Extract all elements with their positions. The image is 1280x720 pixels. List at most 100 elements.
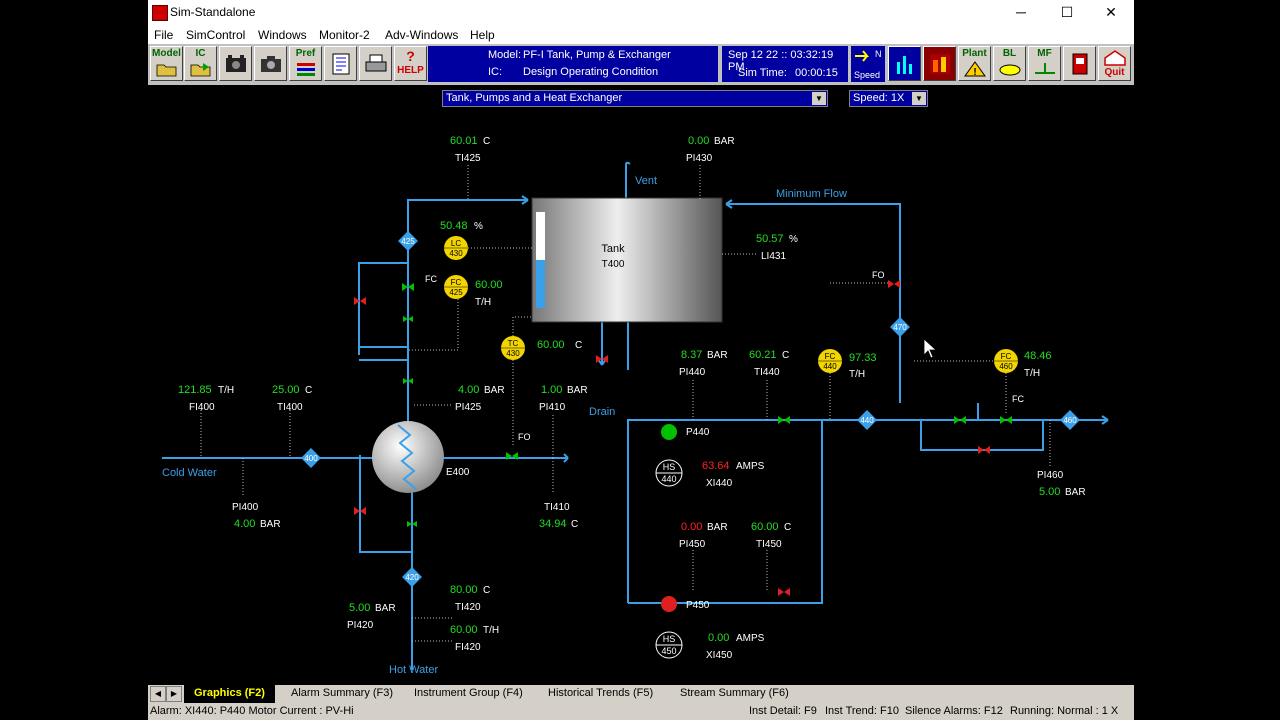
controller-tc430[interactable]: TC 430 xyxy=(501,336,525,360)
tank-label: Tank xyxy=(601,243,625,255)
pi460-unit: BAR xyxy=(1065,487,1086,498)
speed-button[interactable]: N Speed xyxy=(851,46,885,82)
valves xyxy=(354,280,1012,596)
speed-selector[interactable]: Speed: 1X ▼ xyxy=(849,90,928,107)
model-value: PF-I Tank, Pump & Exchanger xyxy=(523,49,671,61)
flow-element-460[interactable] xyxy=(1060,410,1080,430)
controller-fc425[interactable]: FC 425 xyxy=(444,275,468,299)
ic-label: IC: xyxy=(488,66,503,78)
menu-adv-windows[interactable]: Adv-Windows xyxy=(385,28,459,42)
flow-element-400[interactable] xyxy=(301,448,321,468)
tab-alarm-summary[interactable]: Alarm Summary (F3) xyxy=(291,687,394,699)
ti425-tag: TI425 xyxy=(455,153,481,164)
controller-lc430[interactable]: LC 430 xyxy=(444,236,468,260)
minimize-button[interactable]: ─ xyxy=(1016,4,1026,20)
print-button[interactable] xyxy=(359,46,392,81)
trend-button[interactable] xyxy=(888,46,921,81)
film-camera-button[interactable] xyxy=(219,46,252,81)
pi400-unit: BAR xyxy=(260,519,281,530)
control-valve-fc425[interactable] xyxy=(402,283,414,291)
tank-t400[interactable]: Tank T400 xyxy=(531,197,723,323)
bypass-valve-upper[interactable] xyxy=(354,297,366,305)
menu-help[interactable]: Help xyxy=(470,28,495,42)
plant-button[interactable]: Plant ! xyxy=(958,46,991,81)
flow-element-420[interactable] xyxy=(402,567,422,587)
chevron-down-icon[interactable]: ▼ xyxy=(912,92,926,105)
controller-fc440[interactable]: FC 440 xyxy=(818,349,842,373)
flow-element-440[interactable] xyxy=(857,410,877,430)
ti410-tag: TI410 xyxy=(544,502,570,513)
flow-element-470[interactable] xyxy=(890,317,910,337)
hand-switch-440[interactable]: HS 440 xyxy=(655,459,683,487)
valve-upper-inlet[interactable] xyxy=(403,316,413,322)
flow-element-425[interactable] xyxy=(398,231,418,251)
bypass-valve-460[interactable] xyxy=(978,446,990,454)
ic-button[interactable]: IC xyxy=(184,46,217,81)
tab-scroll-left-icon[interactable]: ◀ xyxy=(150,686,166,702)
control-valve-tc430[interactable] xyxy=(506,452,518,460)
hand-switch-450[interactable]: HS 450 xyxy=(655,631,683,659)
ti410-value: 34.94 xyxy=(539,518,567,530)
diamond-400-label: 400 xyxy=(304,454,318,463)
model-button[interactable]: Model xyxy=(150,46,183,81)
stream-labels: Vent Minimum Flow Drain Cold Water Hot W… xyxy=(162,175,1024,676)
plant-view-button[interactable] xyxy=(923,46,956,81)
fo-min-flow-label: FO xyxy=(872,270,885,280)
valve-p440-discharge[interactable] xyxy=(778,416,790,424)
mf-button[interactable]: MF xyxy=(1028,46,1061,81)
hs440-label: HS xyxy=(663,462,676,472)
menu-bar: File SimControl Windows Monitor-2 Adv-Wi… xyxy=(148,25,1134,44)
house-icon xyxy=(1103,50,1126,66)
alarm-status: Alarm: XI440: P440 Motor Current : PV-Hi xyxy=(150,705,354,717)
valve-line-460[interactable] xyxy=(954,416,966,424)
valve-p450-discharge[interactable] xyxy=(778,588,790,596)
quit-button[interactable]: Quit xyxy=(1098,46,1131,81)
menu-monitor-2[interactable]: Monitor-2 xyxy=(319,28,370,42)
fc440-unit: T/H xyxy=(849,369,865,380)
xi440-tag: XI440 xyxy=(706,478,733,489)
sim-time-label: Sim Time: xyxy=(738,67,787,79)
cabinet-button[interactable] xyxy=(1063,46,1096,81)
tab-historical-trends[interactable]: Historical Trends (F5) xyxy=(548,687,654,699)
min-flow-valve[interactable] xyxy=(888,280,900,288)
inst-detail-shortcut: Inst Detail: F9 xyxy=(749,705,817,717)
valve-cold-supply[interactable] xyxy=(403,378,413,384)
lc430-unit: % xyxy=(474,221,483,232)
heat-exchanger-e400[interactable] xyxy=(372,421,444,493)
notepad-button[interactable] xyxy=(324,46,357,81)
ti400-value: 25.00 xyxy=(272,384,300,396)
bl-button[interactable]: BL xyxy=(993,46,1026,81)
help-button[interactable]: ? HELP xyxy=(394,46,427,81)
tab-graphics[interactable]: Graphics (F2) xyxy=(184,685,275,705)
menu-windows[interactable]: Windows xyxy=(258,28,307,42)
ti440-unit: C xyxy=(782,350,789,361)
controllers: LC 430 FC 425 TC 430 FC 440 xyxy=(444,236,1018,373)
control-valve-fc460[interactable] xyxy=(1000,416,1012,424)
ti400-tag: TI400 xyxy=(277,402,303,413)
close-button[interactable]: ✕ xyxy=(1105,4,1117,20)
maximize-button[interactable]: ☐ xyxy=(1060,4,1074,20)
warning-icon: ! xyxy=(963,61,986,77)
mf-button-label: MF xyxy=(1037,48,1052,59)
xi450-unit: AMPS xyxy=(736,633,765,644)
graphic-selector[interactable]: Tank, Pumps and a Heat Exchanger ▼ xyxy=(442,90,828,107)
process-diagram: Tank T400 E400 P440 P450 HS 440 xyxy=(162,135,1109,676)
menu-file[interactable]: File xyxy=(154,28,174,42)
pump-p450[interactable] xyxy=(661,596,677,612)
pref-button[interactable]: Pref xyxy=(289,46,322,81)
chevron-down-icon[interactable]: ▼ xyxy=(812,92,826,105)
ic-value: Design Operating Condition xyxy=(523,66,659,78)
tab-instrument-group[interactable]: Instrument Group (F4) xyxy=(414,687,523,699)
menu-simcontrol[interactable]: SimControl xyxy=(186,28,246,42)
valve-hot-outlet[interactable] xyxy=(407,521,417,527)
camera-button[interactable] xyxy=(254,46,287,81)
minimum-flow-label: Minimum Flow xyxy=(776,188,847,200)
printer-icon xyxy=(365,54,386,72)
bypass-valve-lower[interactable] xyxy=(354,507,366,515)
tc430-number: 430 xyxy=(506,349,520,358)
pump-p440[interactable] xyxy=(661,424,677,440)
tab-stream-summary[interactable]: Stream Summary (F6) xyxy=(680,687,789,699)
controller-fc460[interactable]: FC 460 xyxy=(994,349,1018,373)
tab-scroll-right-icon[interactable]: ▶ xyxy=(166,686,182,702)
drain-valve[interactable] xyxy=(596,355,608,363)
